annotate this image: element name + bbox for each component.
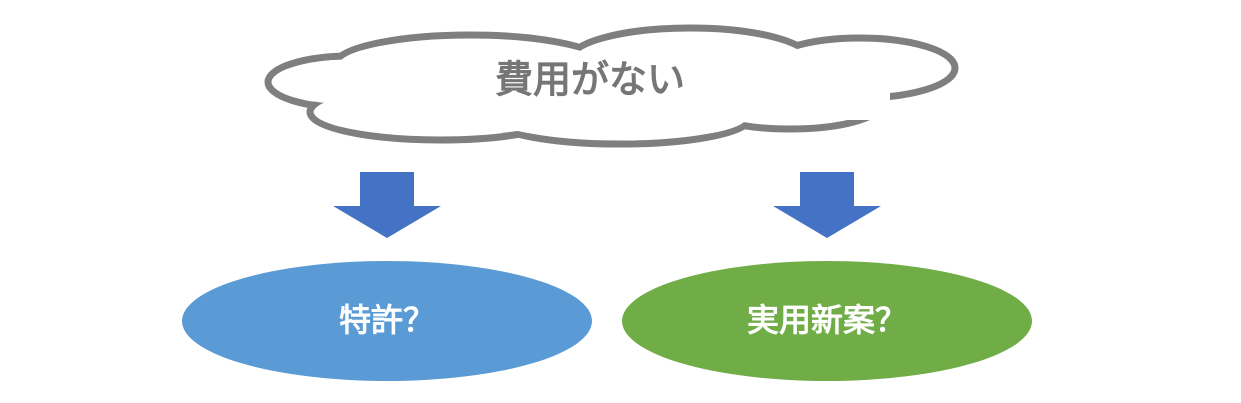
patent-node bbox=[182, 261, 592, 381]
utility-model-node bbox=[622, 261, 1032, 381]
cloud-shape bbox=[264, 24, 959, 148]
arrow-down-left bbox=[333, 172, 441, 238]
arrow-down-right bbox=[773, 172, 881, 238]
cloud-label: 費用がない bbox=[495, 58, 685, 102]
utility-model-label: 実用新案？ bbox=[747, 301, 907, 339]
patent-label: 特許？ bbox=[339, 301, 435, 339]
